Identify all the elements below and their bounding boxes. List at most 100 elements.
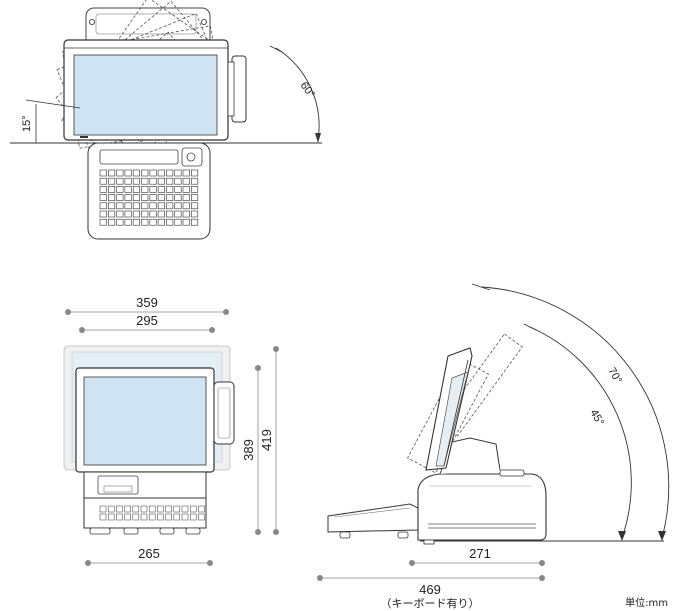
key-icon <box>108 194 116 201</box>
key-icon <box>355 510 362 513</box>
depth-label: 271 <box>469 546 491 561</box>
key-icon <box>116 169 124 177</box>
key-icon <box>157 513 164 521</box>
key-icon <box>149 186 157 193</box>
side-view: 70° 45° 271 469 （キーボード有り） <box>317 283 670 610</box>
key-icon <box>166 202 174 210</box>
key-icon <box>141 210 149 218</box>
key-icon <box>403 503 410 506</box>
key-icon <box>174 194 182 201</box>
key-icon <box>191 218 199 226</box>
key-icon <box>141 202 149 210</box>
key-icon <box>141 194 149 201</box>
key-icon <box>182 218 190 226</box>
key-icon <box>141 177 149 185</box>
key-icon <box>108 218 116 226</box>
key-icon <box>124 186 132 193</box>
key-icon <box>99 186 107 193</box>
height-max-label: 419 <box>259 429 274 451</box>
key-icon <box>166 186 174 193</box>
key-icon <box>140 505 148 513</box>
key-icon <box>132 186 140 193</box>
key-icon <box>182 177 190 185</box>
key-icon <box>99 210 107 218</box>
key-icon <box>157 194 165 201</box>
key-icon <box>157 505 164 513</box>
key-icon <box>132 218 140 226</box>
tilt-min-label: 15° <box>21 115 33 132</box>
key-icon <box>124 513 131 521</box>
key-icon <box>99 177 107 185</box>
angle-mid-label: 45° <box>587 408 606 428</box>
height-label: 389 <box>241 439 256 461</box>
key-icon <box>157 169 165 177</box>
key-icon <box>149 218 157 226</box>
key-icon <box>363 509 370 511</box>
unit-label: 単位:mm <box>625 596 668 609</box>
key-icon <box>174 218 182 226</box>
key-icon <box>116 505 123 513</box>
key-icon <box>124 505 131 513</box>
key-icon <box>165 505 172 513</box>
key-icon <box>108 202 116 210</box>
key-icon <box>157 186 165 193</box>
key-icon <box>189 513 197 521</box>
key-icon <box>149 210 157 218</box>
key-icon <box>141 169 149 177</box>
depth-with-keyboard-label: 469 <box>419 582 441 597</box>
key-icon <box>116 513 123 521</box>
key-icon <box>157 218 165 226</box>
key-icon <box>174 186 182 193</box>
tilt-max-label: 60° <box>298 80 317 101</box>
key-icon <box>387 506 394 508</box>
key-icon <box>116 202 124 210</box>
key-icon <box>166 194 174 201</box>
width-outer-label: 359 <box>136 295 158 310</box>
key-icon <box>99 194 107 201</box>
key-icon <box>182 194 190 201</box>
key-icon <box>116 194 124 201</box>
key-icon <box>149 169 157 177</box>
key-icon <box>107 513 115 521</box>
key-icon <box>347 511 354 514</box>
key-icon <box>166 169 174 177</box>
key-icon <box>191 186 199 193</box>
key-icon <box>132 505 140 513</box>
key-icon <box>132 210 140 218</box>
with-keyboard-note: （キーボード有り） <box>381 596 480 610</box>
key-icon <box>116 218 124 226</box>
key-icon <box>191 194 199 201</box>
key-icon <box>124 194 132 201</box>
key-icon <box>166 210 174 218</box>
key-icon <box>339 512 346 515</box>
tilt-diagram: 15° 60° <box>10 0 322 240</box>
key-icon <box>173 505 181 513</box>
key-icon <box>149 194 157 201</box>
key-icon <box>99 513 107 521</box>
key-icon <box>124 218 132 226</box>
key-icon <box>198 505 205 513</box>
front-view: 359 295 265 389 <box>63 295 279 566</box>
key-icon <box>132 513 140 521</box>
key-icon <box>181 513 189 521</box>
key-icon <box>99 169 107 177</box>
key-icon <box>116 186 124 193</box>
key-icon <box>141 186 149 193</box>
key-icon <box>99 218 107 226</box>
key-icon <box>148 505 156 513</box>
key-icon <box>124 202 132 210</box>
key-icon <box>141 218 149 226</box>
key-icon <box>174 210 182 218</box>
key-icon <box>149 177 157 185</box>
key-icon <box>157 177 165 185</box>
key-icon <box>191 210 199 218</box>
key-icon <box>173 513 181 521</box>
key-icon <box>140 513 148 521</box>
key-icon <box>132 194 140 201</box>
key-icon <box>148 513 156 521</box>
key-icon <box>182 169 190 177</box>
key-icon <box>108 186 116 193</box>
key-icon <box>181 505 189 513</box>
key-icon <box>174 202 182 210</box>
